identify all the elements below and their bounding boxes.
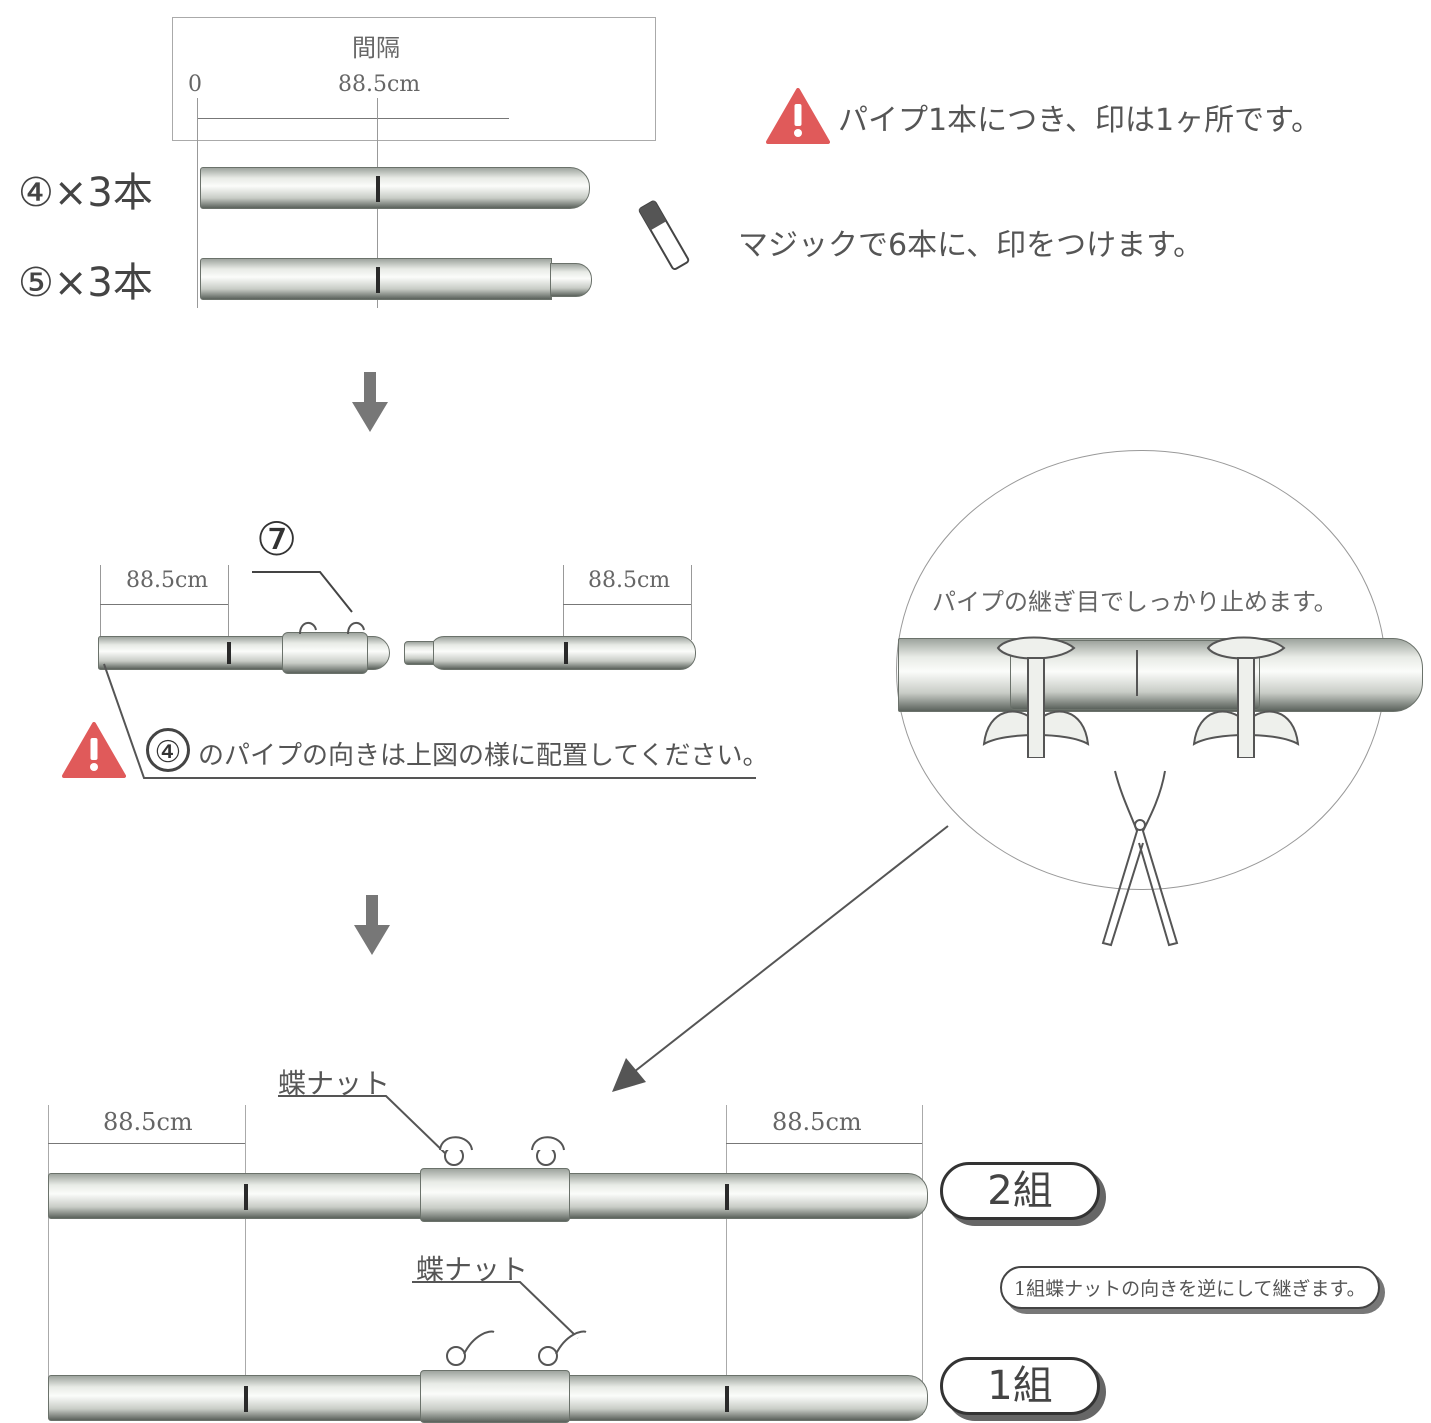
interval-label: 間隔 bbox=[352, 34, 400, 62]
wing-nut-icon bbox=[439, 1136, 565, 1166]
note-prefix: ④ bbox=[146, 728, 190, 772]
ruler-box bbox=[172, 17, 656, 141]
step3-left-dim: 88.5cm bbox=[103, 1108, 193, 1136]
pipe-5-taper bbox=[550, 263, 592, 297]
step2-pipe-right bbox=[430, 636, 696, 670]
ruler-value: 88.5cm bbox=[338, 72, 421, 97]
pipe-4 bbox=[200, 167, 590, 209]
note-text: のパイプの向きは上図の様に配置してください。 bbox=[198, 741, 769, 771]
wing-nut-icon bbox=[982, 636, 1300, 758]
step2-pipe-taper bbox=[404, 641, 434, 665]
nut-label-bottom: 蝶ナット bbox=[416, 1253, 529, 1286]
pipe5-label: ⑤×3本 bbox=[18, 260, 153, 306]
nut-leader-top bbox=[278, 1095, 449, 1157]
step2-left-dim: 88.5cm bbox=[126, 568, 209, 593]
marker-pen-icon bbox=[638, 200, 690, 270]
warning-text: パイプ1本につき、印は1ヶ所です。 bbox=[838, 103, 1322, 138]
pipe4-label: ④×3本 bbox=[18, 170, 153, 216]
badge-1-set: 1組 bbox=[940, 1357, 1100, 1415]
wing-nut-icon bbox=[299, 622, 365, 635]
step2-sleeve bbox=[282, 632, 368, 674]
warning-icon bbox=[62, 722, 126, 778]
detail-caption: パイプの継ぎ目でしっかり止めます。 bbox=[932, 588, 1338, 616]
ruler-tick-zero bbox=[197, 98, 198, 308]
assembly-bottom-sleeve bbox=[420, 1370, 570, 1423]
ruler-line bbox=[197, 118, 509, 119]
step2-right-dim: 88.5cm bbox=[588, 568, 671, 593]
pipe-5 bbox=[200, 258, 552, 300]
assembly-top-sleeve bbox=[420, 1168, 570, 1222]
ruler-start: 0 bbox=[188, 72, 202, 97]
part-number: ⑦ bbox=[256, 512, 298, 566]
warning-icon bbox=[766, 88, 830, 144]
pliers-icon bbox=[1101, 770, 1179, 947]
wing-nut-icon bbox=[446, 1330, 587, 1366]
nut-leader-bottom bbox=[412, 1281, 579, 1339]
badge-2-sets: 2組 bbox=[940, 1162, 1100, 1220]
nut-label-top: 蝶ナット bbox=[278, 1067, 391, 1100]
down-arrow-icon bbox=[352, 372, 388, 432]
detail-pointer-arrow bbox=[612, 825, 949, 1092]
part-leader bbox=[252, 571, 353, 613]
marker-text: マジックで6本に、印をつけます。 bbox=[738, 228, 1204, 263]
note-leader bbox=[103, 663, 756, 779]
down-arrow-icon bbox=[354, 895, 390, 955]
step3-right-dim: 88.5cm bbox=[772, 1108, 862, 1136]
reverse-note: 1組蝶ナットの向きを逆にして継ぎます。 bbox=[1000, 1266, 1380, 1309]
